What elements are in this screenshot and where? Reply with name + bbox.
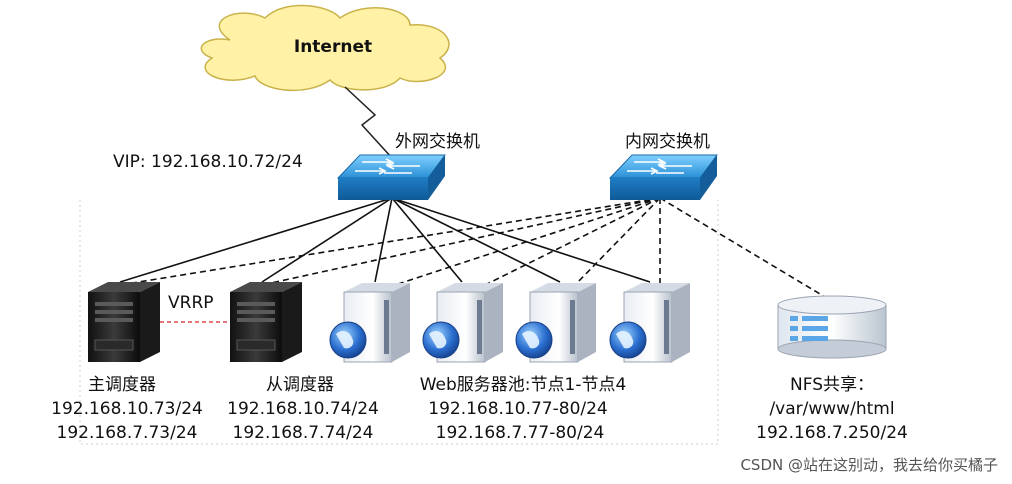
master-name: 主调度器 [88, 375, 156, 395]
backup-ip-external: 192.168.10.74/24 [227, 399, 379, 419]
external-links [119, 197, 651, 283]
external-switch-label: 外网交换机 [395, 132, 480, 152]
nfs-name: NFS共享： [790, 375, 874, 395]
internet-label: Internet [294, 37, 372, 57]
backup-name: 从调度器 [266, 375, 334, 395]
master-ip-external: 192.168.10.73/24 [51, 399, 203, 419]
vrrp-label: VRRP [168, 293, 214, 313]
master-ip-internal: 192.168.7.73/24 [57, 423, 198, 443]
internal-links [119, 197, 831, 301]
web-pool-ip-external: 192.168.10.77-80/24 [428, 399, 608, 419]
web-node-3-icon [515, 283, 596, 363]
master-server-icon [88, 282, 160, 362]
backup-ip-internal: 192.168.7.74/24 [233, 423, 374, 443]
internet-cloud [200, 4, 450, 92]
nfs-ip: 192.168.7.250/24 [756, 423, 908, 443]
web-node-1-icon [329, 283, 410, 363]
web-pool-name: Web服务器池:节点1-节点4 [420, 375, 627, 395]
internal-switch [608, 154, 718, 200]
internet-uplink [344, 86, 393, 159]
web-node-4-icon [609, 283, 690, 363]
web-pool-ip-internal: 192.168.7.77-80/24 [436, 423, 605, 443]
server-group-outline [79, 200, 719, 445]
external-switch [336, 154, 446, 200]
backup-server-icon [230, 282, 302, 362]
vip-label: VIP: 192.168.10.72/24 [113, 152, 303, 172]
nfs-path: /var/www/html [769, 399, 894, 419]
internal-switch-label: 内网交换机 [625, 132, 710, 152]
web-node-2-icon [422, 283, 503, 363]
nfs-storage-icon [777, 295, 887, 359]
watermark: CSDN @站在这别动，我去给你买橘子 [740, 456, 998, 474]
